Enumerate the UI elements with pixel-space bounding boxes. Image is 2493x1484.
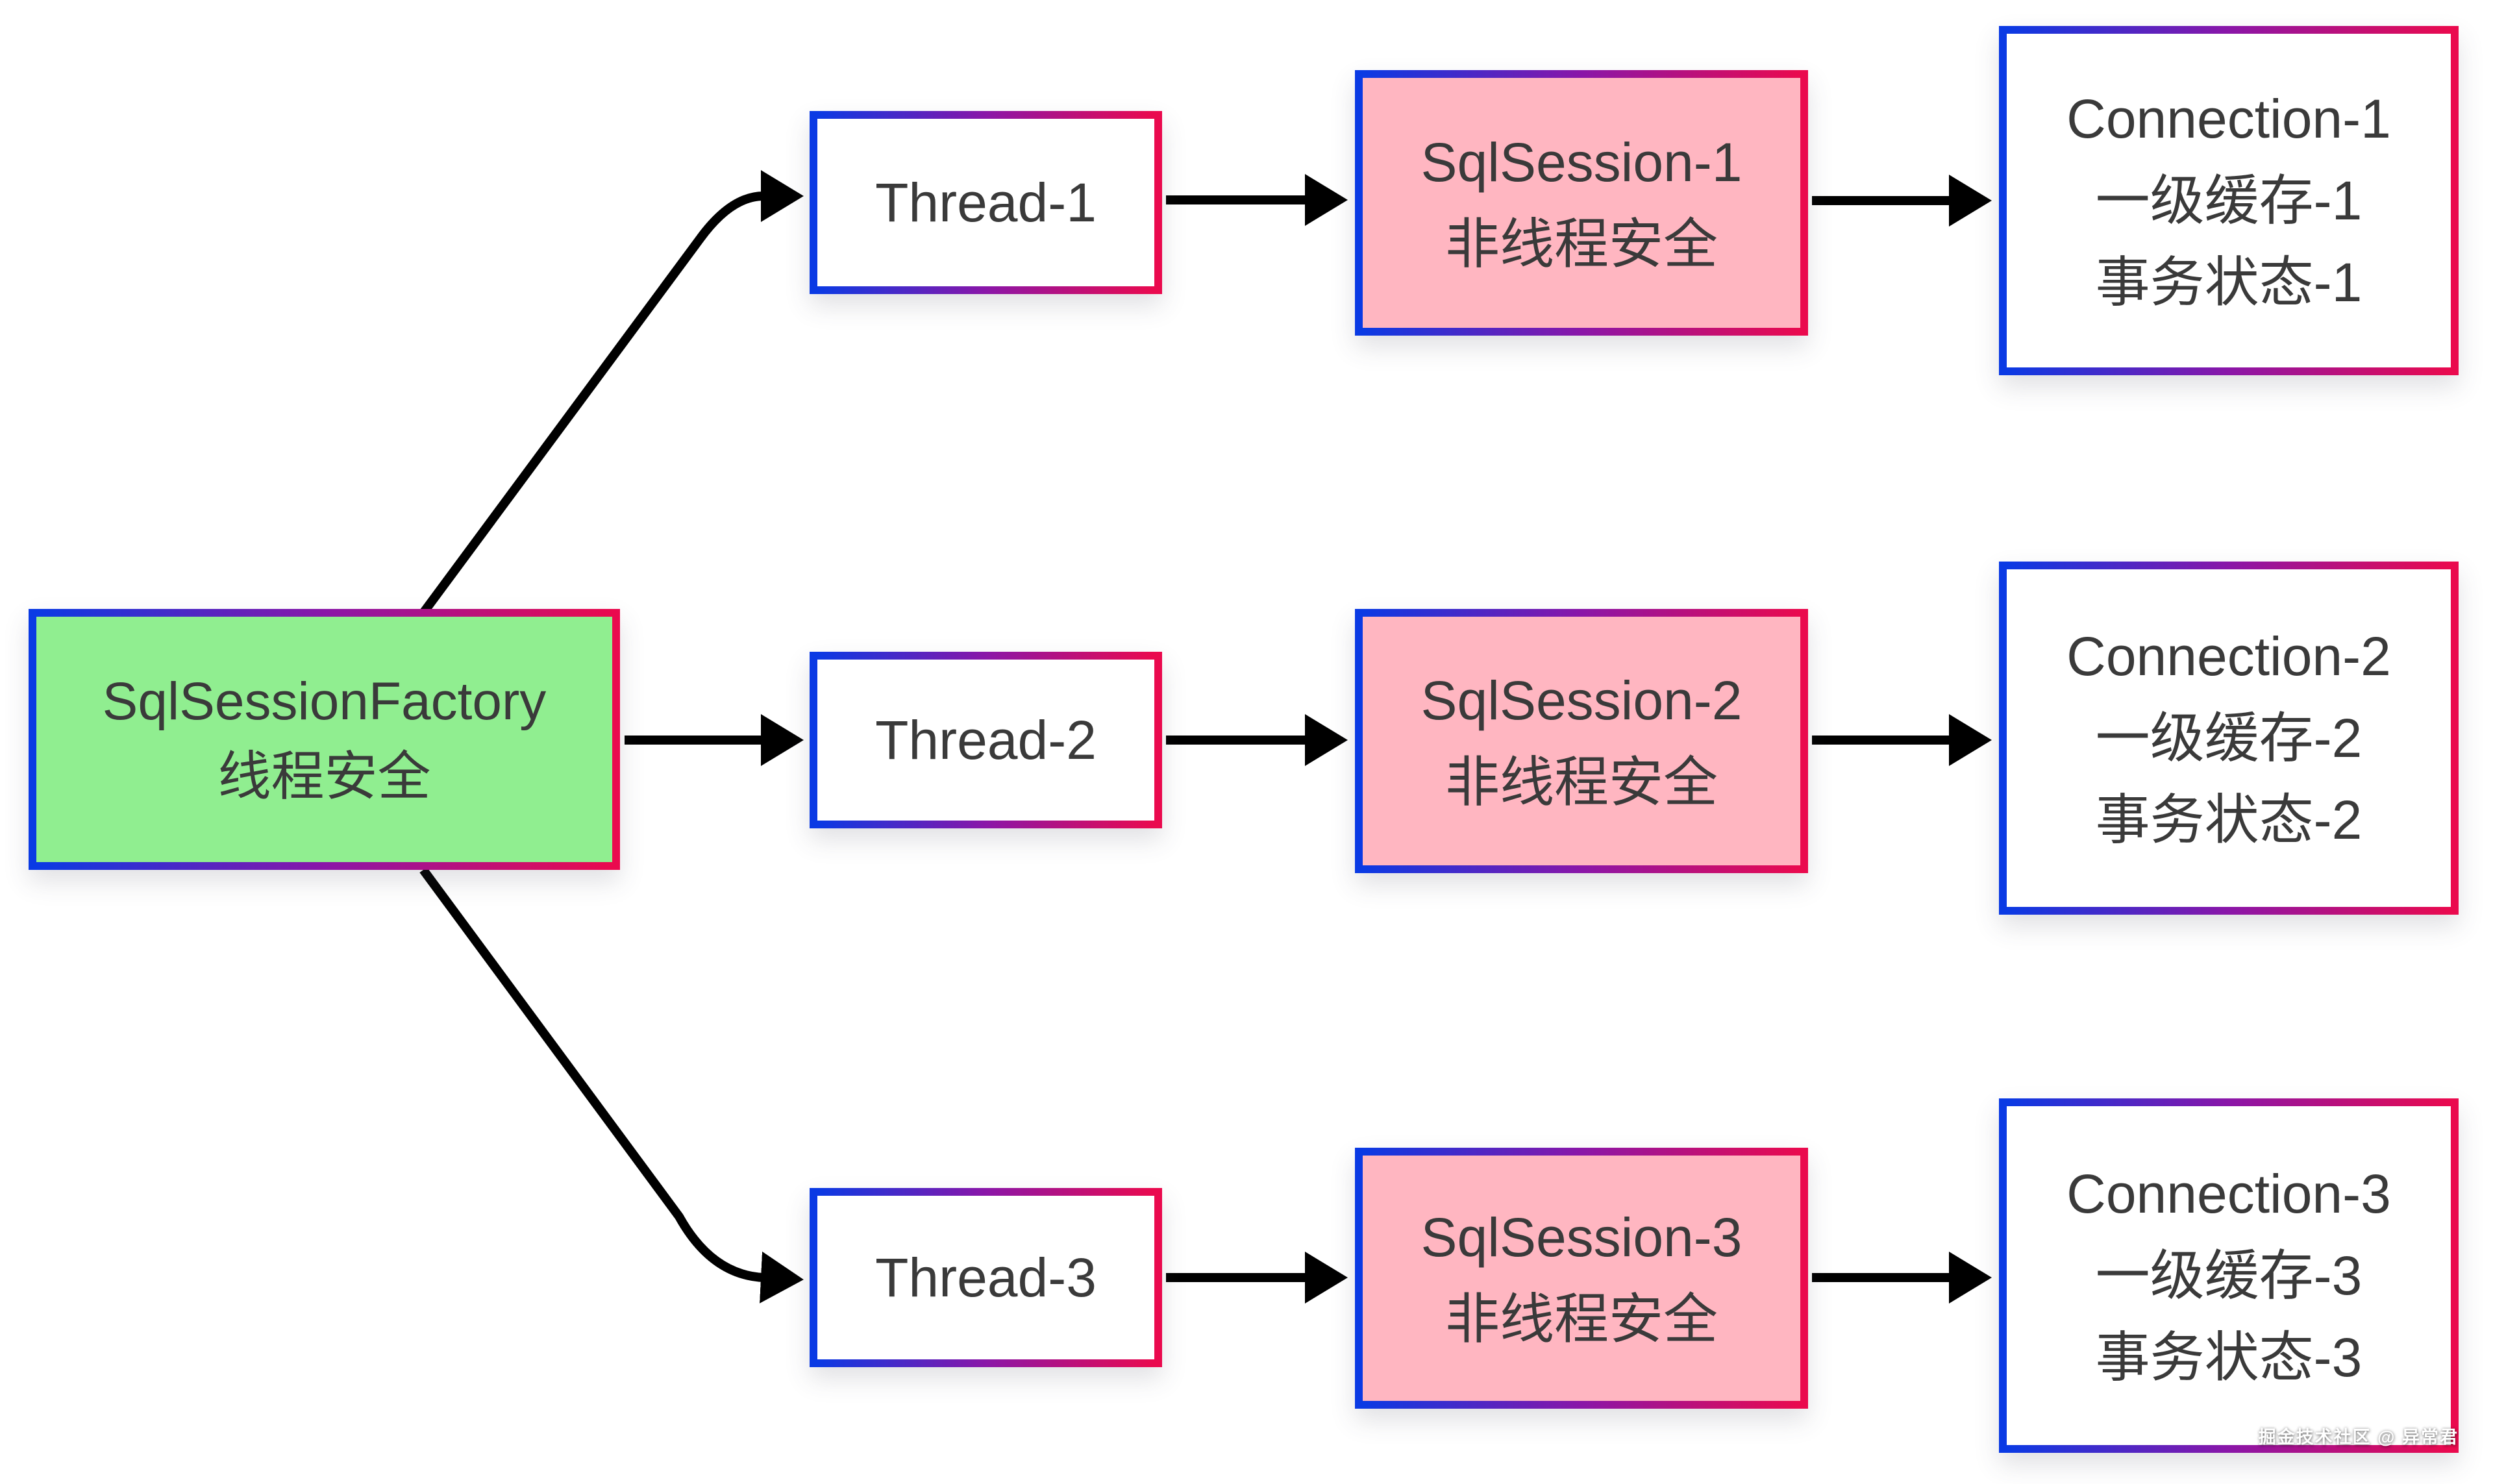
sqlsessionfactory-title: SqlSessionFactory — [102, 671, 547, 731]
sqlsession-2-subtitle: 非线程安全 — [1445, 751, 1718, 813]
watermark: 掘金技术社区 @ 异常君 — [2258, 1428, 2459, 1447]
thread-1-box: Thread-1 — [810, 111, 1162, 294]
arrow-factory-to-thread3 — [419, 867, 804, 1304]
connection-3-transaction: 事务状态-3 — [2095, 1327, 2363, 1388]
sqlsessionfactory-box: SqlSessionFactory 线程安全 — [29, 609, 620, 870]
sqlsession-3-box: SqlSession-3 非线程安全 — [1355, 1148, 1808, 1409]
sqlsession-2-box: SqlSession-2 非线程安全 — [1355, 609, 1808, 873]
sqlsession-3-title: SqlSession-3 — [1420, 1207, 1743, 1268]
connection-3-title: Connection-3 — [2066, 1163, 2391, 1224]
sqlsession-1-subtitle: 非线程安全 — [1445, 213, 1718, 275]
arrow-factory-to-thread1 — [419, 170, 804, 616]
connection-1-box: Connection-1 一级缓存-1 事务状态-1 — [1999, 26, 2459, 375]
sqlsession-1-box: SqlSession-1 非线程安全 — [1355, 70, 1808, 336]
thread-3-box: Thread-3 — [810, 1188, 1162, 1367]
sqlsessionfactory-subtitle: 线程安全 — [217, 747, 431, 806]
thread-2-box: Thread-2 — [810, 652, 1162, 828]
connection-1-title: Connection-1 — [2066, 88, 2391, 149]
connection-1-transaction: 事务状态-1 — [2095, 252, 2363, 313]
sqlsession-2-title: SqlSession-2 — [1420, 669, 1743, 731]
connection-2-box: Connection-2 一级缓存-2 事务状态-2 — [1999, 562, 2459, 915]
thread-2-label: Thread-2 — [875, 710, 1097, 771]
sqlsession-3-subtitle: 非线程安全 — [1445, 1289, 1718, 1350]
connection-3-cache: 一级缓存-3 — [2095, 1245, 2363, 1306]
connection-2-title: Connection-2 — [2066, 626, 2391, 687]
connection-3-box: Connection-3 一级缓存-3 事务状态-3 — [1999, 1098, 2459, 1453]
thread-1-label: Thread-1 — [875, 172, 1097, 233]
sqlsession-1-title: SqlSession-1 — [1420, 131, 1743, 193]
connection-2-transaction: 事务状态-2 — [2095, 789, 2363, 850]
connection-2-cache: 一级缓存-2 — [2095, 708, 2363, 769]
connection-1-cache: 一级缓存-1 — [2095, 170, 2363, 231]
thread-3-label: Thread-3 — [875, 1247, 1097, 1308]
